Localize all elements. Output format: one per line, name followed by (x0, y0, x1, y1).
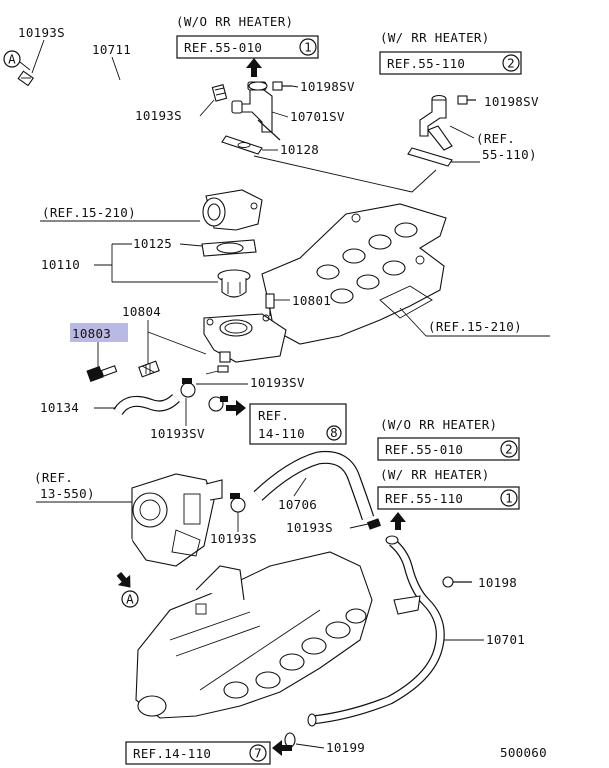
label-10193s-mid: 10193S (135, 108, 182, 123)
ref-55-110-side-line1: (REF. (476, 131, 515, 146)
clamp-10193s-top (17, 70, 34, 87)
thermostat-housing (203, 313, 287, 363)
svg-text:REF.55-110: REF.55-110 (387, 56, 465, 71)
connector-a-bottom[interactable]: A (121, 590, 139, 608)
label-10193s-c: 10193S (210, 531, 257, 546)
clamp-10193sv-a (180, 378, 196, 398)
svg-text:REF.14-110: REF.14-110 (133, 746, 211, 761)
svg-text:A: A (126, 592, 134, 607)
label-10193s-top: 10193S (18, 25, 65, 40)
label-10711: 10711 (92, 42, 131, 57)
arrow-up-icon-mid (390, 512, 406, 530)
svg-text:REF.55-010: REF.55-010 (385, 442, 463, 457)
svg-text:1: 1 (505, 491, 513, 506)
clamp-10193s-c (230, 493, 246, 513)
arrow-right-icon (226, 400, 246, 416)
intake-manifold-upper (261, 203, 447, 345)
svg-text:7: 7 (254, 746, 262, 761)
sensor-10804 (138, 360, 160, 378)
ref-55-010-mid[interactable]: REF.55-010 2 (377, 437, 520, 461)
ref-15-210-b[interactable]: (REF.15-210) (428, 319, 522, 334)
diagram-id: 500060 (500, 745, 547, 760)
svg-text:A: A (8, 52, 16, 67)
gasket-rr-heater (407, 147, 453, 167)
label-10193sv-a: 10193SV (250, 375, 305, 390)
label-10198sv-a: 10198SV (300, 79, 355, 94)
ref-15-210-a[interactable]: (REF.15-210) (42, 205, 136, 220)
w-heater-mid-label: (W/ RR HEATER) (380, 467, 490, 482)
water-outlet (202, 189, 263, 231)
label-10125: 10125 (133, 236, 172, 251)
label-10199: 10199 (326, 740, 365, 755)
bolt-10198sv-b (457, 95, 476, 105)
gasket-10125 (201, 239, 257, 257)
thermostat (217, 269, 251, 298)
bolt-10198sv-a (272, 81, 292, 91)
water-fitting-10701sv (231, 81, 281, 141)
label-10701: 10701 (486, 632, 525, 647)
label-10110: 10110 (41, 257, 80, 272)
connector-a-top[interactable]: A (3, 50, 21, 68)
svg-text:2: 2 (507, 56, 515, 71)
arrow-down-icon (116, 571, 131, 588)
svg-text:10803: 10803 (72, 326, 111, 341)
label-10701sv: 10701SV (290, 109, 345, 124)
intake-manifold-lower (135, 551, 373, 719)
arrow-up-icon (246, 58, 262, 77)
arrow-left-icon (272, 740, 292, 756)
clamp-10193s-d (366, 518, 382, 530)
label-10134: 10134 (40, 400, 79, 415)
bracket-10701 (393, 595, 421, 615)
bolt-10198 (442, 576, 472, 588)
label-10198: 10198 (478, 575, 517, 590)
svg-text:2: 2 (505, 442, 513, 457)
label-10128: 10128 (280, 142, 319, 157)
ref-55-110-top[interactable]: REF.55-110 2 (379, 51, 522, 75)
clamp-10193sv-b (208, 396, 228, 412)
label-10198sv-b: 10198SV (484, 94, 539, 109)
ref-13-550-line1[interactable]: (REF. (34, 470, 73, 485)
wo-heater-top-label: (W/O RR HEATER) (176, 14, 293, 29)
o-ring-10199 (284, 732, 296, 748)
label-10801: 10801 (292, 293, 331, 308)
svg-text:14-110: 14-110 (258, 426, 305, 441)
label-10804: 10804 (122, 304, 161, 319)
ref-55-110-mid[interactable]: REF.55-110 1 (377, 486, 520, 510)
ref-14-110-box[interactable]: REF. 14-110 8 (249, 403, 347, 445)
svg-text:REF.55-110: REF.55-110 (385, 491, 463, 506)
sensor-10803 (86, 365, 118, 383)
svg-text:1: 1 (304, 40, 312, 55)
label-10193sv-b: 10193SV (150, 426, 205, 441)
svg-text:REF.55-010: REF.55-010 (184, 40, 262, 55)
label-10193s-d: 10193S (286, 520, 333, 535)
water-fitting-rr-heater (419, 94, 453, 151)
wo-heater-mid-label: (W/O RR HEATER) (380, 417, 497, 432)
sensor-10801 (265, 293, 275, 316)
label-10803-highlighted[interactable]: 10803 (70, 323, 128, 342)
ref-55-010-top[interactable]: REF.55-010 1 (176, 35, 319, 59)
ref-13-550-line2[interactable]: 13-550) (40, 486, 95, 501)
throttle-body (131, 473, 223, 567)
w-heater-top-label: (W/ RR HEATER) (380, 30, 490, 45)
ref-14-110-bottom[interactable]: REF.14-110 7 (125, 741, 271, 765)
clamp-10193s-mid (211, 84, 228, 102)
svg-text:8: 8 (330, 425, 338, 440)
label-10706: 10706 (278, 497, 317, 512)
svg-text:REF.: REF. (258, 408, 289, 423)
gasket-10128 (221, 135, 263, 155)
ref-55-110-side-line2: 55-110) (482, 147, 537, 162)
